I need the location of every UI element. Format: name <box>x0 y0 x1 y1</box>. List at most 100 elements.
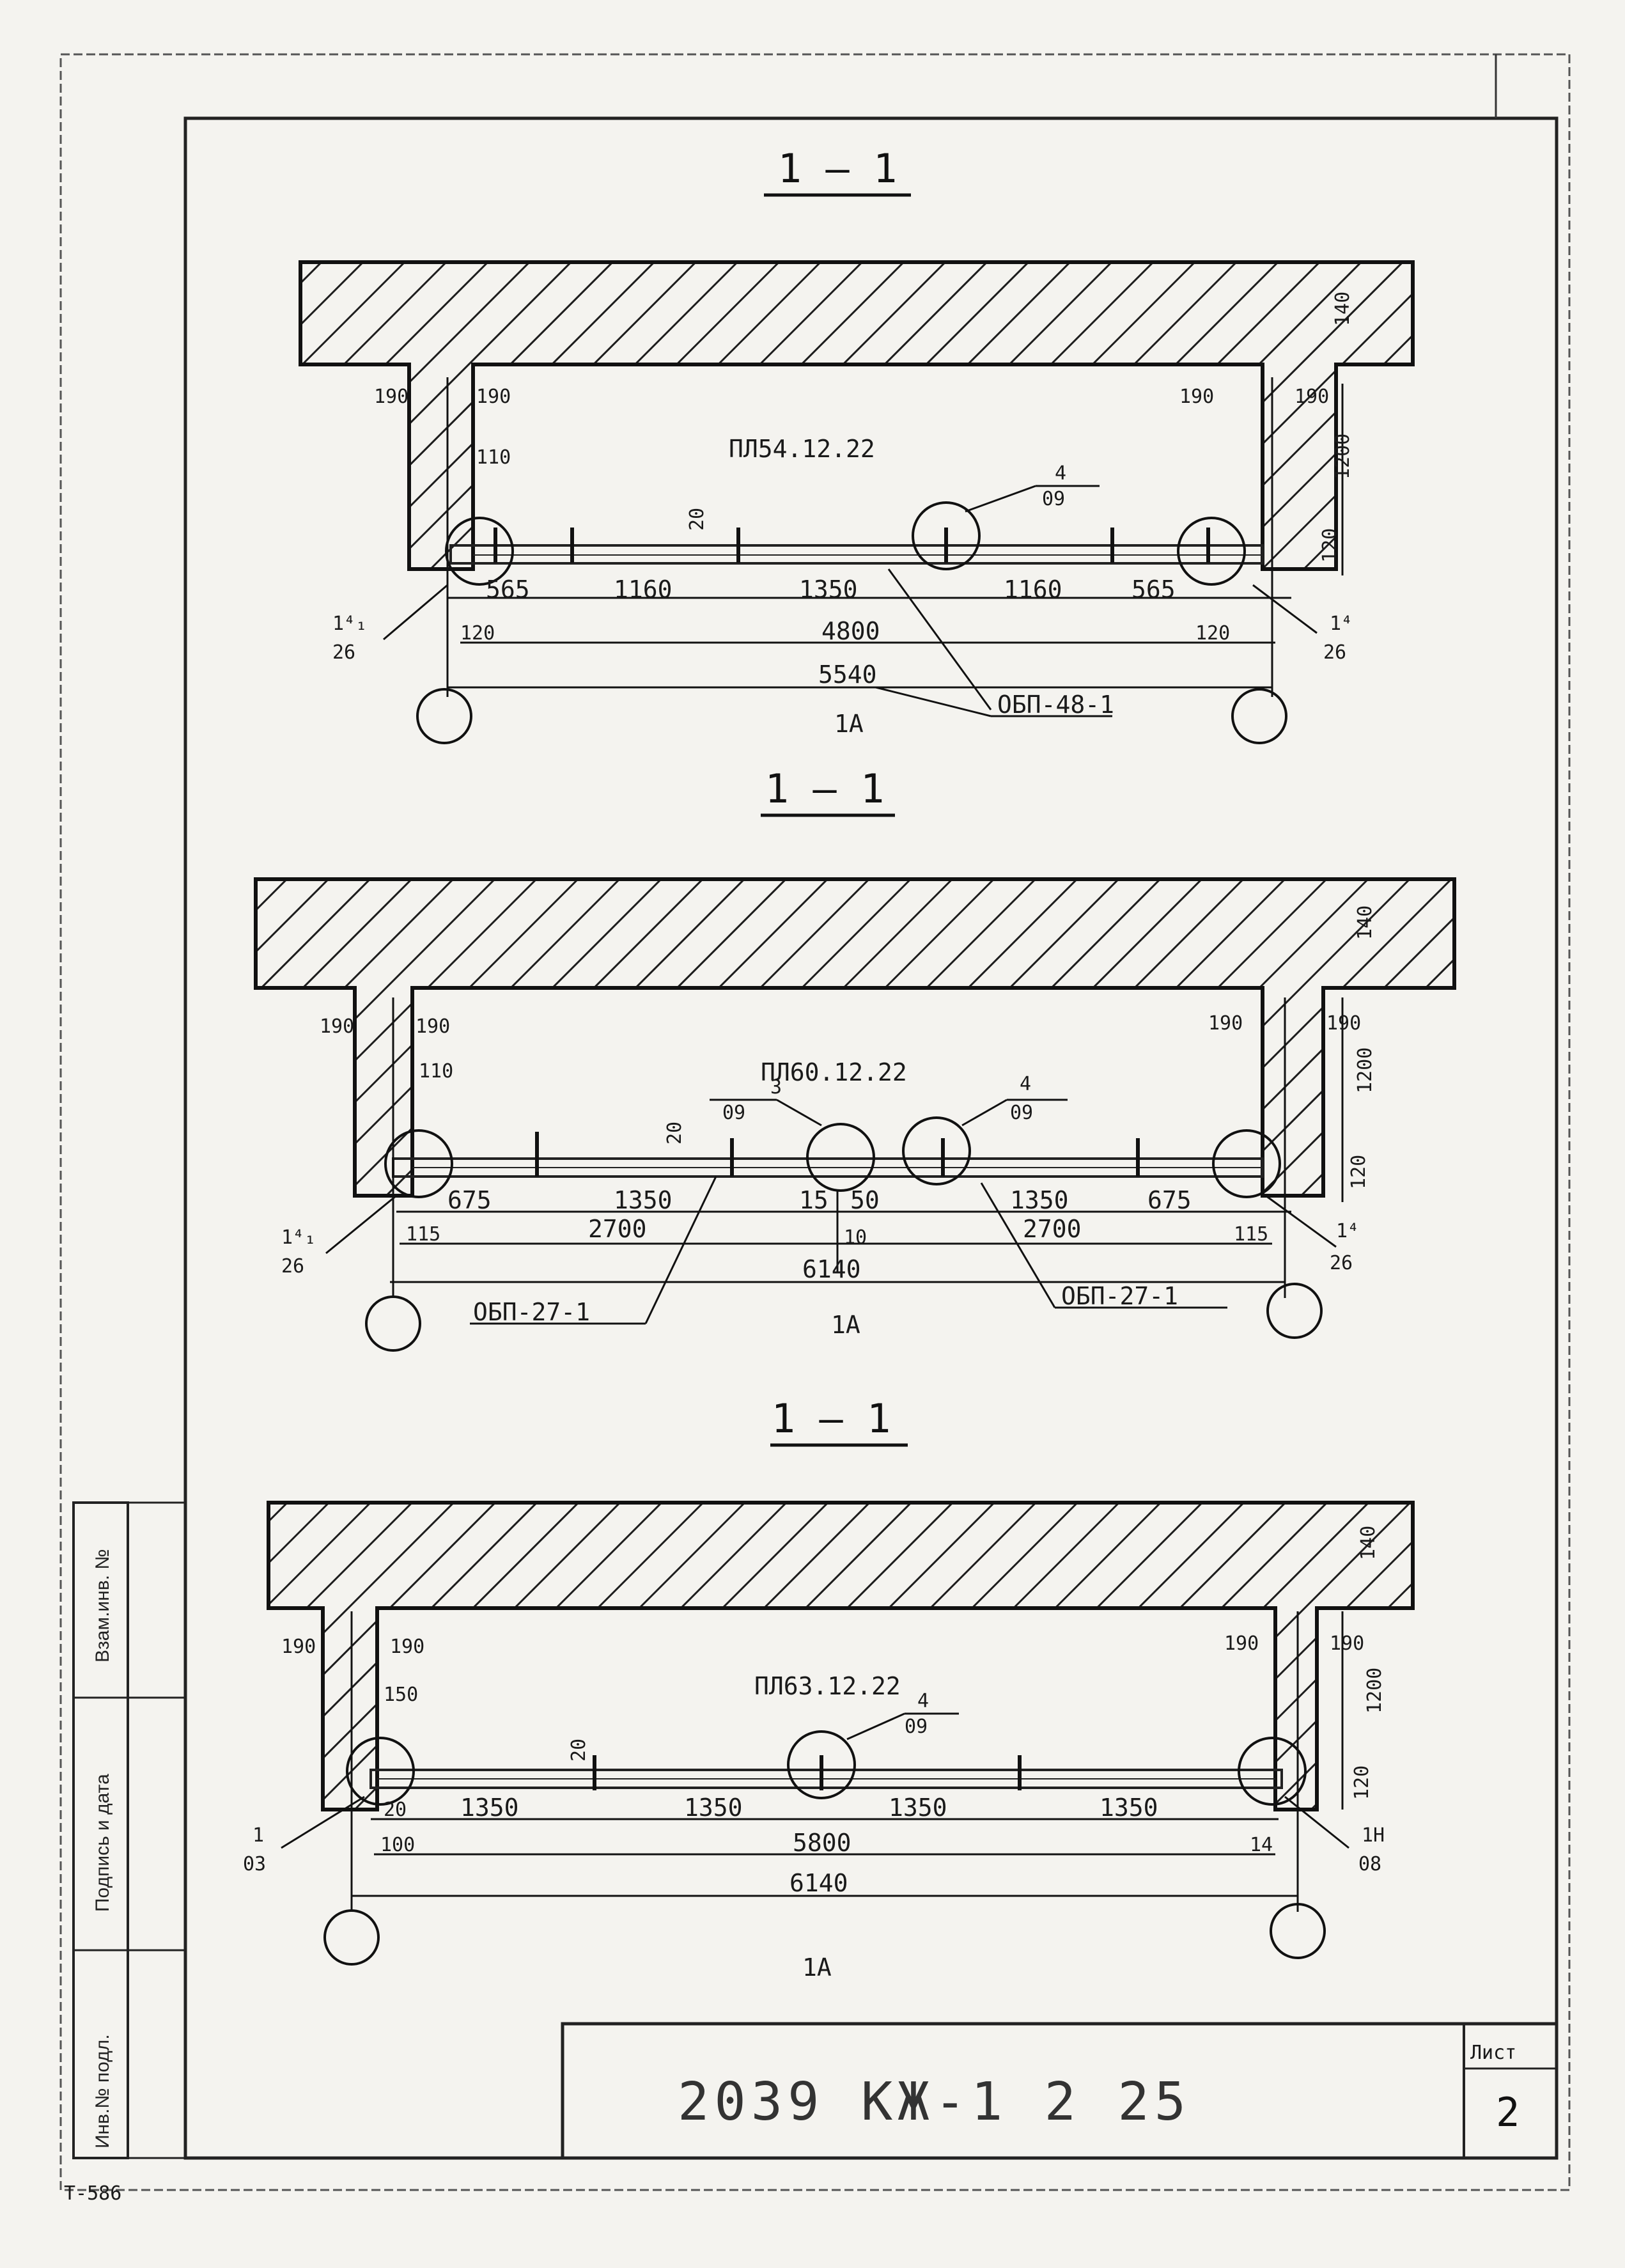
section-2-slab <box>254 877 1456 1198</box>
section-2-title: 1 – 1 <box>765 765 885 812</box>
callout-bottom: 09 <box>905 1716 928 1738</box>
dim-label: 675 <box>1147 1186 1192 1214</box>
callout-bottom: 03 <box>243 1853 266 1875</box>
drawing-code: 2039 КЖ-1 2 25 <box>678 2072 1191 2132</box>
callout-bottom: 09 <box>722 1102 745 1124</box>
dim-label: 2700 <box>588 1215 647 1243</box>
detail-circle <box>445 517 514 586</box>
dim-label: 1350 <box>1010 1186 1069 1214</box>
dim-label: 100 <box>380 1834 415 1856</box>
dim-label: 190 <box>320 1015 354 1038</box>
section-1-title: 1 – 1 <box>778 145 898 192</box>
callout-bottom: 08 <box>1358 1853 1381 1875</box>
dim-label: 190 <box>390 1636 424 1658</box>
dim-label: 190 <box>476 386 511 408</box>
dim-label: 140 <box>1357 1526 1380 1560</box>
dim-label: 190 <box>1224 1632 1259 1655</box>
dim-label: 20 <box>568 1739 590 1762</box>
side-label: Подпись и дата <box>92 1774 113 1912</box>
dim-label: 1350 <box>614 1186 673 1214</box>
side-approval-table: Взам.инв. № Подпись и дата Инв.№ подл. <box>72 1501 187 2159</box>
dim-label: 1200 <box>1364 1668 1386 1714</box>
section-2: 1 – 1 <box>254 765 1456 1352</box>
title-block: Лист 2 2039 КЖ-1 2 25 <box>561 2022 1559 2160</box>
callout-bottom: 09 <box>1010 1102 1033 1124</box>
section-3-beam <box>369 1769 1283 1789</box>
dim-label: 10 <box>844 1226 867 1249</box>
dim-label: 120 <box>460 622 495 645</box>
dim-label: 14 <box>1250 1834 1273 1856</box>
dim-label: 120 <box>1351 1765 1373 1800</box>
dim-label: 190 <box>1295 386 1329 408</box>
dim-label: 190 <box>1208 1012 1243 1035</box>
axis-circle <box>323 1909 380 1966</box>
outer-border <box>59 53 1571 2191</box>
axis-circle <box>365 1295 421 1352</box>
callout-bottom: 26 <box>1330 1252 1353 1274</box>
detail-circle <box>806 1123 875 1192</box>
slab-mark: ПЛ63.12.22 <box>754 1672 901 1700</box>
dim-label: 1200 <box>1332 434 1354 480</box>
dim-label: 1350 <box>684 1794 743 1822</box>
dim-label: 2700 <box>1023 1215 1082 1243</box>
dim-label: 5540 <box>818 661 877 689</box>
detail-circle <box>1177 517 1246 586</box>
dim-label: 115 <box>406 1223 440 1246</box>
dim-label: 1350 <box>799 575 858 604</box>
dim-label: 140 <box>1354 905 1376 940</box>
detail-circle <box>902 1116 971 1185</box>
axis-circle <box>1270 1903 1326 1959</box>
dim-label: 120 <box>1348 1155 1370 1189</box>
dim-label: 6140 <box>789 1869 848 1897</box>
detail-circle <box>912 501 981 570</box>
dim-label: 115 <box>1234 1223 1268 1246</box>
side-label: Взам.инв. № <box>92 1549 113 1662</box>
dim-label: 1160 <box>1004 575 1062 604</box>
callout-top: 1⁴ <box>1336 1220 1359 1242</box>
axis-circle <box>1266 1283 1323 1339</box>
dim-label: 120 <box>1319 528 1341 563</box>
axis-mark: 1А <box>831 1311 860 1339</box>
dim-label: 6140 <box>802 1255 861 1283</box>
dim-label: 15 <box>799 1186 828 1214</box>
callout-top: 3 <box>770 1076 782 1099</box>
dim-label: 20 <box>664 1122 686 1145</box>
section-3-slab <box>267 1501 1415 1811</box>
section-3-title: 1 – 1 <box>772 1395 891 1442</box>
beam-mark: ОБП-27-1 <box>473 1298 590 1326</box>
callout-bottom: 26 <box>1323 641 1346 664</box>
section-3: 1 – 1 ПЛ63.12.22 4 <box>243 1395 1415 1982</box>
section-1: 1 – 1 <box>299 145 1415 744</box>
callout-bottom: 26 <box>332 641 355 664</box>
sheet-number: 2 <box>1496 2089 1520 2136</box>
callout-top: 1⁴ <box>1330 613 1353 635</box>
callout-top: 4 <box>1055 462 1066 485</box>
axis-circle <box>416 688 472 744</box>
callout-top: 4 <box>1020 1073 1031 1095</box>
dim-label: 50 <box>850 1186 880 1214</box>
dim-label: 190 <box>1326 1012 1361 1035</box>
dim-label: 1160 <box>614 575 673 604</box>
slab-mark: ПЛ60.12.22 <box>761 1058 907 1086</box>
dim-label: 20 <box>384 1799 407 1821</box>
dim-label: 120 <box>1195 622 1230 645</box>
callout-top: 1⁴₁ <box>332 613 367 635</box>
callout-top: 1⁴₁ <box>281 1226 316 1249</box>
dim-label: 190 <box>281 1636 316 1658</box>
dim-label: 140 <box>1332 292 1354 326</box>
dim-label: 190 <box>416 1015 450 1038</box>
callout-top: 1Н <box>1362 1824 1385 1847</box>
section-1-slab <box>299 260 1415 571</box>
detail-circle <box>1238 1737 1307 1806</box>
callout-bottom: 09 <box>1042 488 1065 510</box>
dim-label: 1350 <box>460 1794 519 1822</box>
dim-label: 1200 <box>1354 1047 1376 1093</box>
callout-top: 1 <box>253 1824 264 1847</box>
detail-circle <box>787 1730 856 1799</box>
dim-label: 20 <box>686 508 708 531</box>
sheet-label: Лист <box>1470 2042 1516 2064</box>
side-label: Инв.№ подл. <box>92 2034 113 2148</box>
beam-mark: ОБП-27-1 <box>1061 1282 1178 1310</box>
dim-label: 565 <box>486 575 530 604</box>
